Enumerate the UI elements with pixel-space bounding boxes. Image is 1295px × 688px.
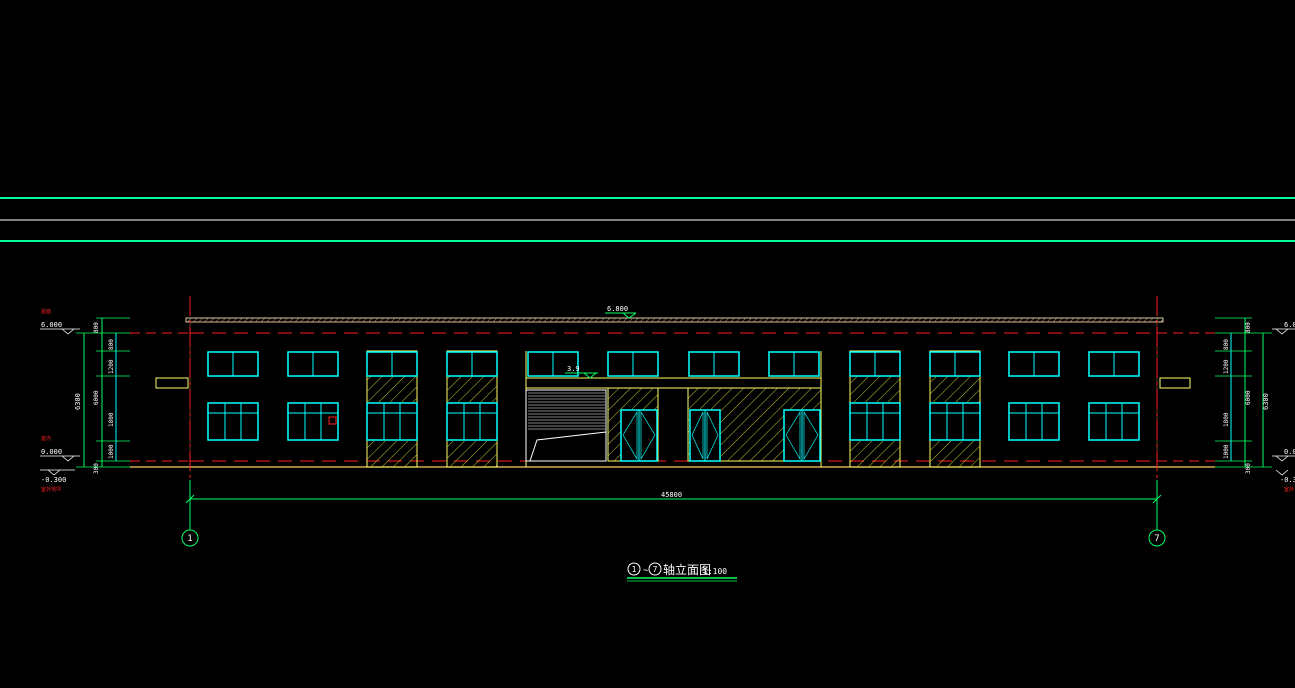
canopy-elevation-text: 3.9 [567,365,580,373]
lower-window [1008,402,1060,441]
right-dim-800: 800 [1245,322,1252,333]
drawing-title: 1 ~ 7 轴立面图 1:100 [627,562,737,582]
left-dim-c: 1800 [108,412,115,427]
upper-window [607,351,659,377]
left-top-small: 屋面 [41,309,51,315]
glass-door [689,409,721,462]
right-level-marks: 6.0 0.0 -0.3 室外 [1272,321,1295,493]
left-ground-small: 室内 [41,435,51,442]
upper-window [527,351,579,377]
left-dim-e: 300 [93,463,100,474]
upper-window [849,351,901,377]
left-sub-total: 6000 [93,390,100,405]
lower-window [207,402,259,441]
upper-window [207,351,259,377]
upper-window [446,351,498,377]
axis-bubble-7: 7 [1148,505,1166,547]
lower-window [446,402,498,441]
glass-doors [620,409,821,462]
right-ground-label: 0.0 [1284,448,1295,456]
right-dim-a: 800 [1223,339,1230,350]
upper-window [768,351,820,377]
title-axis-end: 7 [653,565,658,574]
lower-window [929,402,981,441]
title-axis-start: 1 [632,565,637,574]
upper-window [1088,351,1140,377]
upper-window [1008,351,1060,377]
right-vertical-dims: 6300 6000 800 800 1200 1800 1000 300 [1215,317,1272,474]
left-dim-b: 1200 [108,359,115,374]
hatched-piers [366,350,981,468]
lower-window [366,402,418,441]
title-tilde: ~ [643,566,649,576]
lower-window [849,402,901,441]
glass-door [620,409,658,462]
left-vertical-dims: 6300 800 6000 800 1200 1800 1000 300 [74,317,130,474]
windows [207,351,1140,441]
lower-window [287,402,339,441]
right-base-small: 室外 [1284,486,1294,493]
roof-elevation-text: 6.800 [607,305,628,313]
upper-window [929,351,981,377]
title-scale: 1:100 [703,567,727,576]
right-dim-c: 1800 [1223,412,1230,427]
marker-icon [328,416,337,425]
building-elevation [130,296,1215,530]
upper-window [287,351,339,377]
title-text: 轴立面图 [663,562,711,577]
left-dim-a: 800 [108,339,115,350]
overall-dimension-text: 45800 [661,491,682,499]
left-base-small: 室外地坪 [41,486,61,493]
left-total-dim: 6300 [74,393,82,410]
axis-label-1: 1 [187,534,192,544]
right-base-label: -0.3 [1280,476,1295,484]
left-dim-d: 1000 [108,444,115,459]
left-top-label: 6.000 [41,321,62,329]
left-ground-label: 0.000 [41,448,62,456]
rolling-shutter-door [525,389,607,462]
right-dim-d: 1000 [1223,444,1230,459]
left-level-marks: 屋面 6.000 室内 0.000 -0.300 室外地坪 [40,309,80,493]
left-dim-800: 800 [93,322,100,333]
upper-window [688,351,740,377]
right-total-dim: 6300 [1262,393,1270,410]
right-dim-e: 300 [1245,463,1252,474]
left-base-label: -0.300 [41,476,66,484]
lower-window [1088,402,1140,441]
right-dim-b: 1200 [1223,359,1230,374]
right-sub-total: 6000 [1245,390,1252,405]
overall-dimension: 45800 [185,480,1162,505]
axis-bubble-1: 1 [181,505,199,547]
upper-window [366,351,418,377]
roof-elevation-mark: 6.800 [605,305,637,319]
top-guide-lines [0,197,1295,242]
glass-door [783,409,821,462]
right-top-label: 6.0 [1284,321,1295,329]
canopy-elevation-mark: 3.9 [565,365,598,379]
axis-label-7: 7 [1154,534,1159,544]
